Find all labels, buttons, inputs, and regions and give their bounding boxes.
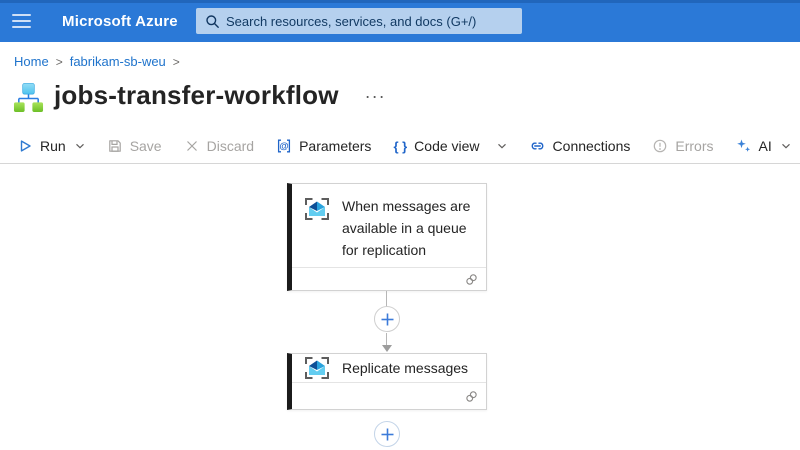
workflow-icon xyxy=(13,83,44,113)
svg-text:@: @ xyxy=(279,141,288,152)
azure-top-bar: Microsoft Azure xyxy=(0,0,800,42)
errors-button[interactable]: Errors xyxy=(641,129,724,163)
connections-button[interactable]: Connections xyxy=(518,129,642,163)
parameters-icon: @ xyxy=(278,139,291,153)
arrow-down-icon xyxy=(382,345,392,352)
designer-canvas[interactable]: When messages are available in a queue f… xyxy=(0,164,800,450)
toolbar-divider xyxy=(0,163,800,164)
search-icon xyxy=(206,14,219,28)
hamburger-icon xyxy=(11,26,31,28)
discard-button[interactable]: Discard xyxy=(173,129,265,163)
connector-line xyxy=(386,291,387,307)
breadcrumb-separator: > xyxy=(172,54,180,69)
link-icon xyxy=(531,142,543,150)
plus-icon xyxy=(381,428,393,440)
parameters-button[interactable]: @ Parameters xyxy=(265,129,382,163)
breadcrumb-namespace-link[interactable]: fabrikam-sb-weu xyxy=(69,54,166,69)
add-action-button[interactable] xyxy=(374,421,400,447)
trigger-title: When messages are available in a queue f… xyxy=(342,198,471,258)
trigger-card[interactable]: When messages are available in a queue f… xyxy=(287,183,487,291)
action-card[interactable]: Replicate messages xyxy=(287,353,487,410)
connection-icon xyxy=(466,273,477,285)
page-header: jobs-transfer-workflow ··· xyxy=(13,78,386,113)
ai-button[interactable]: AI xyxy=(725,129,800,163)
chevron-down-icon xyxy=(75,143,84,149)
code-braces-icon: { } xyxy=(393,138,408,154)
connector-line xyxy=(386,333,387,346)
insert-step-button[interactable] xyxy=(374,306,400,332)
hamburger-icon xyxy=(11,14,31,16)
error-circle-icon xyxy=(654,139,667,153)
run-button[interactable]: Run xyxy=(6,129,96,163)
play-icon xyxy=(20,140,31,152)
chevron-down-icon xyxy=(497,143,506,149)
global-search-box[interactable] xyxy=(196,8,522,34)
azure-home-link[interactable]: Microsoft Azure xyxy=(62,12,178,30)
breadcrumb-home-link[interactable]: Home xyxy=(14,54,49,69)
plus-icon xyxy=(381,313,393,325)
service-bus-icon xyxy=(305,357,329,379)
breadcrumb-separator: > xyxy=(55,54,63,69)
search-input[interactable] xyxy=(226,8,522,34)
dismiss-icon xyxy=(186,141,197,151)
save-icon xyxy=(108,140,121,152)
command-bar: Run Save Discard @ Parameters { } Code v… xyxy=(6,129,800,163)
sparkle-icon xyxy=(736,139,750,152)
save-button[interactable]: Save xyxy=(96,129,173,163)
connection-icon xyxy=(466,390,477,402)
breadcrumb: Home > fabrikam-sb-weu > xyxy=(14,54,180,69)
service-bus-icon xyxy=(305,198,329,220)
hamburger-menu-button[interactable] xyxy=(0,0,42,42)
hamburger-icon xyxy=(11,20,31,22)
page-title: jobs-transfer-workflow xyxy=(54,80,339,110)
chevron-down-icon xyxy=(781,143,790,149)
code-view-button[interactable]: { } Code view xyxy=(382,129,517,163)
action-title: Replicate messages xyxy=(342,360,469,376)
more-options-button[interactable]: ··· xyxy=(364,86,386,106)
